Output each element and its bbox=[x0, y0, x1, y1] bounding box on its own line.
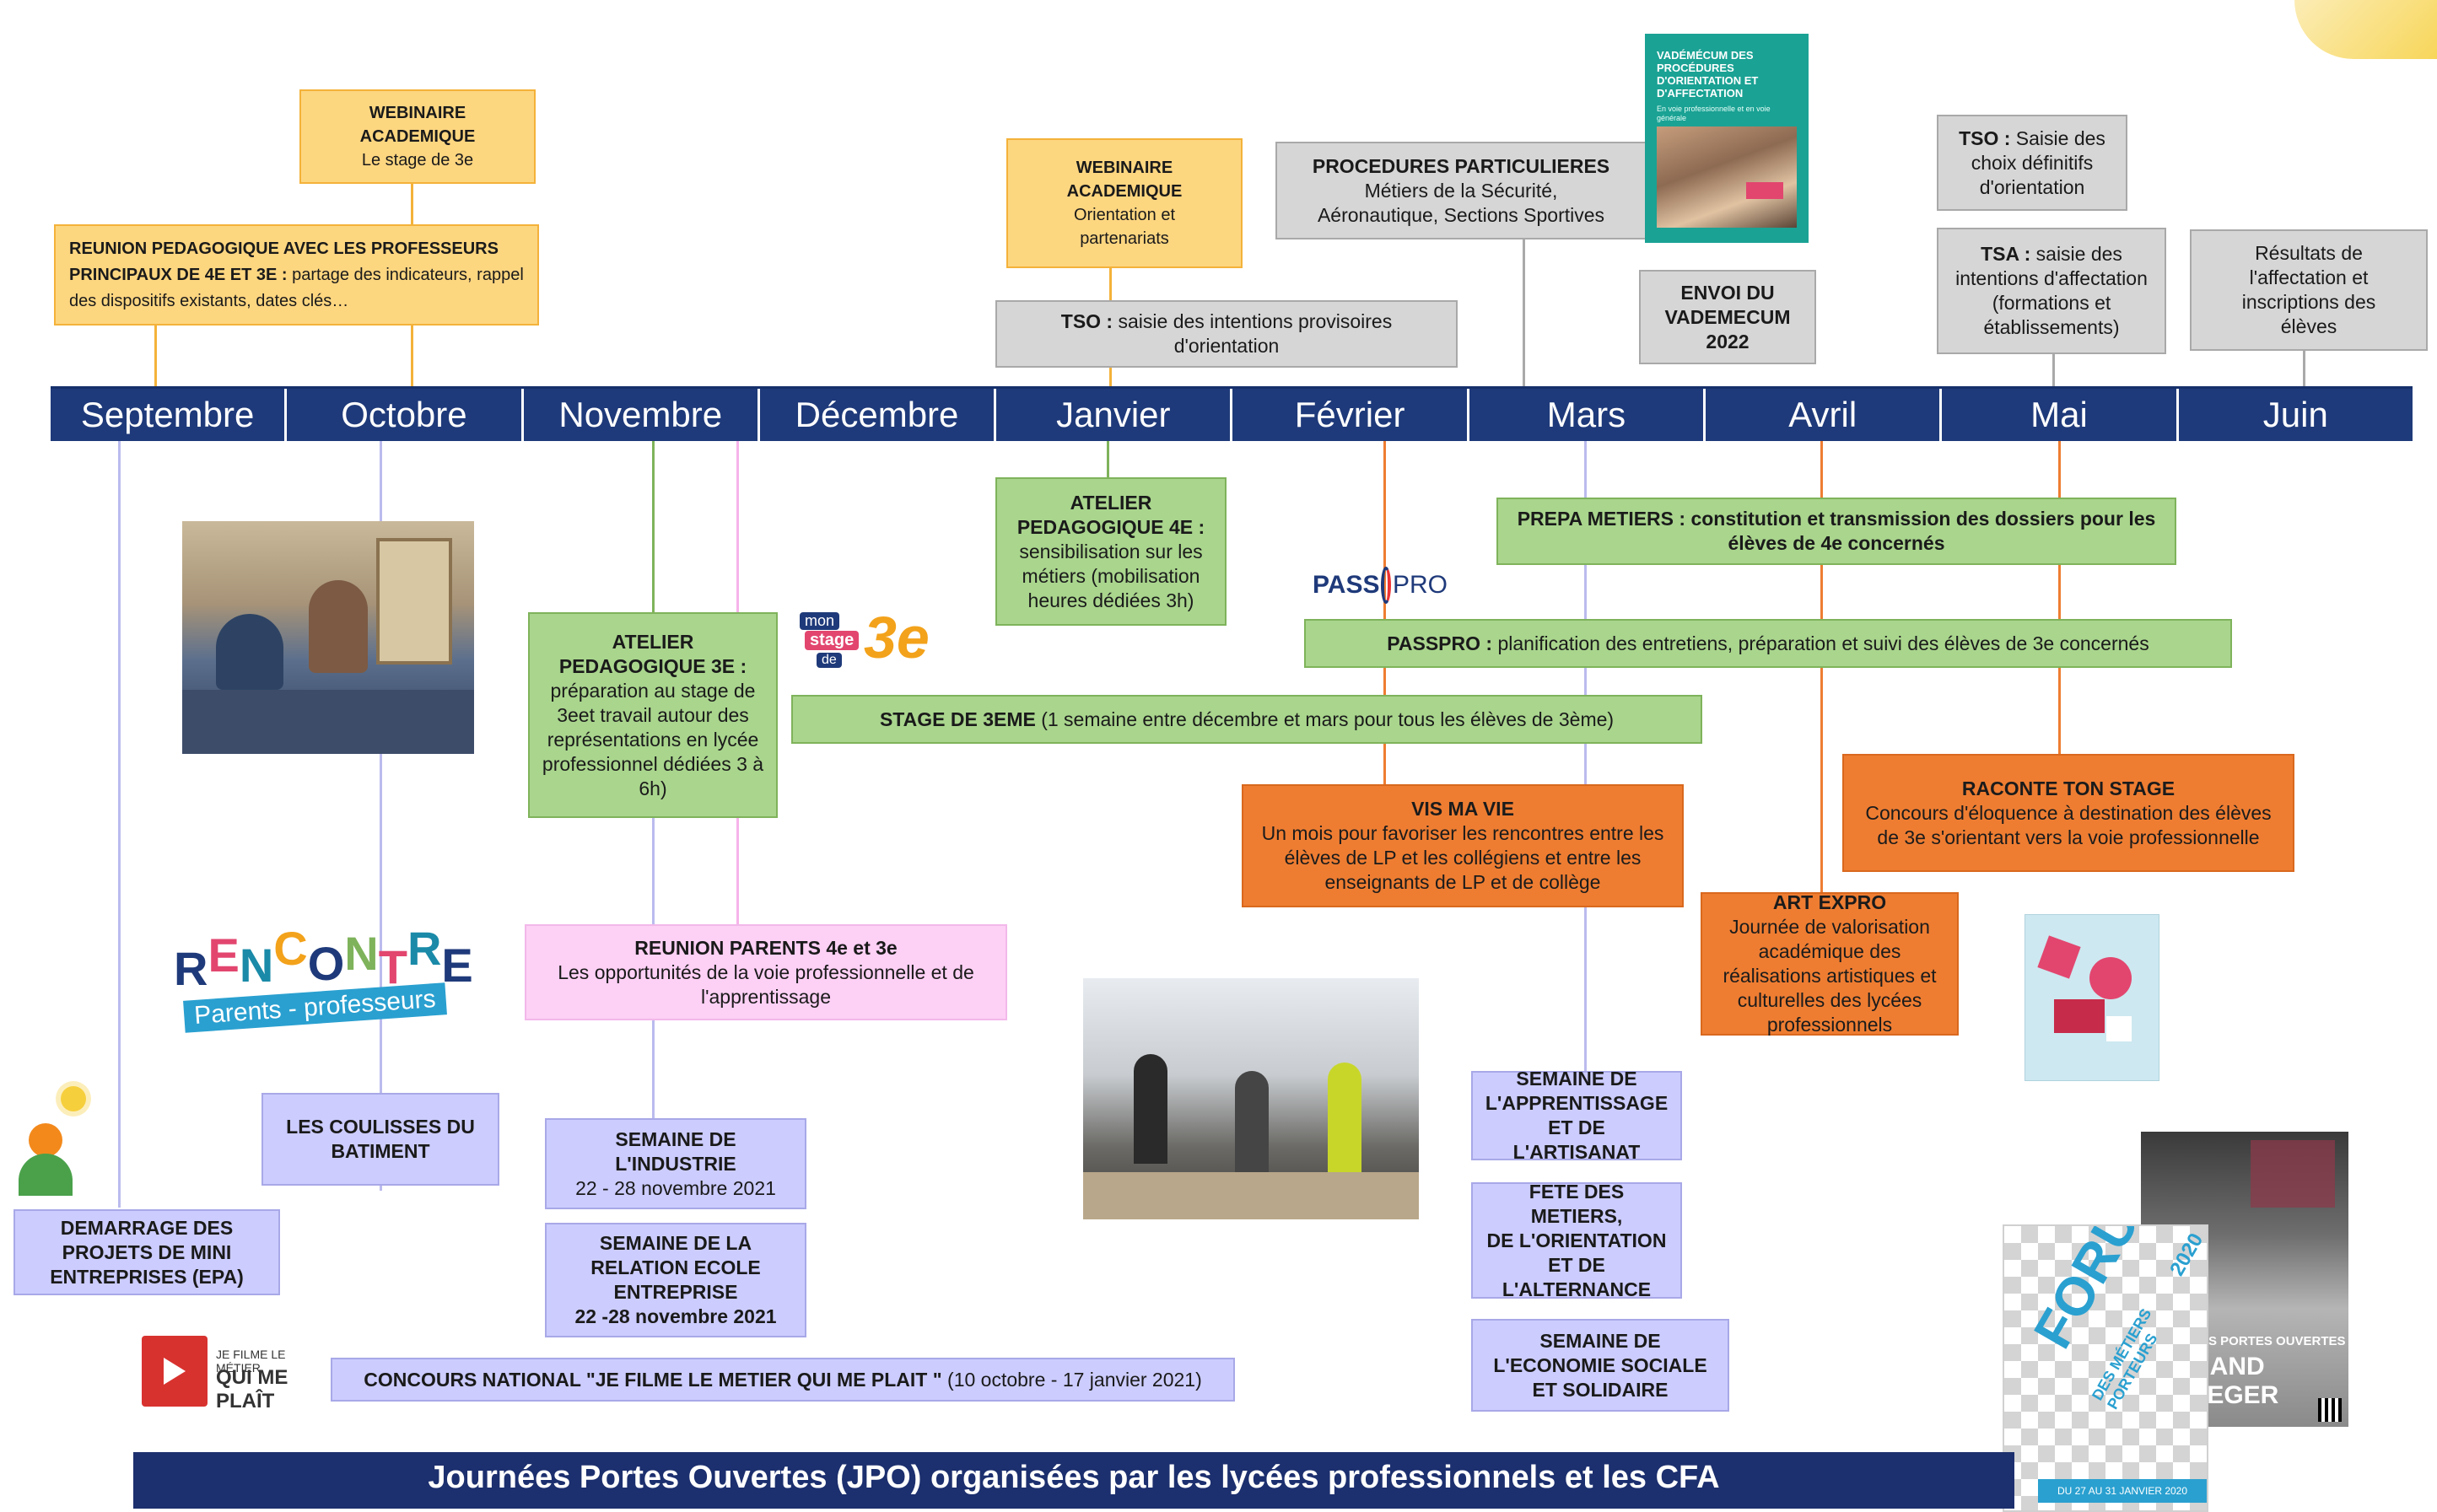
jpo-footer-banner: Journées Portes Ouvertes (JPO) organisée… bbox=[133, 1452, 2014, 1509]
connector-line bbox=[2303, 351, 2305, 388]
semaine-relation-ecole-entreprise-box: SEMAINE DE LA RELATION ECOLE ENTREPRISE … bbox=[545, 1223, 806, 1337]
connector-line bbox=[2058, 440, 2061, 756]
demarrage-mini-entreprises-box: DEMARRAGE DES PROJETS DE MINI ENTREPRISE… bbox=[13, 1209, 280, 1295]
connector-line bbox=[411, 184, 413, 224]
corner-decoration bbox=[2294, 0, 2437, 59]
connector-line bbox=[2052, 354, 2055, 388]
atelier-3e-box: ATELIER PEDAGOGIQUE 3E : préparation au … bbox=[528, 612, 778, 818]
passpro-swoosh-icon bbox=[1381, 567, 1391, 604]
month-november: Novembre bbox=[524, 389, 760, 441]
month-timeline: Septembre Octobre Novembre Décembre Janv… bbox=[51, 386, 2413, 441]
concours-je-filme-box: CONCOURS NATIONAL "JE FILME LE METIER QU… bbox=[331, 1358, 1235, 1402]
qr-code-icon bbox=[2318, 1398, 2342, 1422]
reunion-parents-box: REUNION PARENTS 4e et 3e Les opportunité… bbox=[525, 924, 1007, 1020]
raconte-ton-stage-box: RACONTE TON STAGE Concours d'éloquence à… bbox=[1842, 754, 2294, 872]
vademecum-photo bbox=[1657, 126, 1797, 228]
resultats-affectation-box: Résultats de l'affectation et inscriptio… bbox=[2190, 229, 2428, 351]
tso-definitifs-box: TSO : Saisie des choix définitifs d'orie… bbox=[1937, 115, 2127, 211]
art-expro-poster bbox=[2025, 914, 2159, 1081]
workshop-photo bbox=[1083, 978, 1419, 1219]
tso-provisoires-box: TSO : saisie des intentions provisoires … bbox=[995, 300, 1458, 368]
stage-3eme-box: STAGE DE 3EME (1 semaine entre décembre … bbox=[791, 695, 1702, 744]
passpro-box: PASSPRO : planification des entretiens, … bbox=[1304, 619, 2232, 668]
connector-line bbox=[1584, 440, 1587, 1074]
month-june: Juin bbox=[2262, 395, 2328, 434]
forum-metiers-poster: 2020 FORUM DES MÉTIERS PORTEURS DU 27 AU… bbox=[2003, 1224, 2208, 1512]
procedures-particulieres-box: PROCEDURES PARTICULIERES Métiers de la S… bbox=[1275, 142, 1647, 239]
month-december: Décembre bbox=[760, 389, 997, 441]
rencontre-parents-logo: R E N C O N T R E Parents - professeurs bbox=[174, 921, 503, 1047]
semaine-economie-sociale-box: SEMAINE DE L'ECONOMIE SOCIALE ET SOLIDAI… bbox=[1471, 1319, 1729, 1412]
passpro-logo: PASS PRO bbox=[1313, 567, 1448, 604]
connector-line bbox=[380, 440, 382, 1191]
month-october: Octobre bbox=[287, 389, 524, 441]
vis-ma-vie-box: VIS MA VIE Un mois pour favoriser les re… bbox=[1242, 784, 1684, 907]
webinaire-orientation-box: WEBINAIRE ACADEMIQUE Orientation et part… bbox=[1006, 138, 1243, 268]
month-april: Avril bbox=[1706, 389, 1943, 441]
semaine-industrie-box: SEMAINE DE L'INDUSTRIE 22 - 28 novembre … bbox=[545, 1118, 806, 1209]
fete-des-metiers-box: FETE DES METIERS, DE L'ORIENTATION ET DE… bbox=[1471, 1181, 1682, 1300]
month-september: Septembre bbox=[51, 389, 288, 441]
connector-line bbox=[1523, 197, 1525, 388]
connector-line bbox=[1109, 368, 1112, 388]
connector-line bbox=[1383, 440, 1386, 786]
month-january: Janvier bbox=[996, 389, 1233, 441]
prepa-metiers-box: PREPA METIERS : constitution et transmis… bbox=[1496, 498, 2176, 565]
month-february: Février bbox=[1232, 389, 1469, 441]
connector-line bbox=[411, 326, 413, 388]
je-filme-le-metier-logo: JE FILME LE MÉTIER QUI ME PLAÎT bbox=[142, 1332, 324, 1412]
connector-line bbox=[1109, 268, 1112, 300]
tsa-box: TSA : saisie des intentions d'affectatio… bbox=[1937, 228, 2166, 354]
mon-stage-de-3e-logo: mon stage de 3e bbox=[796, 604, 931, 680]
vademecum-cover-image: VADÉMÉCUM DES PROCÉDURES D'ORIENTATION E… bbox=[1645, 34, 1809, 243]
reunion-pedagogique-box: REUNION PEDAGOGIQUE AVEC LES PROFESSEURS… bbox=[54, 224, 539, 326]
coulisses-batiment-box: LES COULISSES DU BATIMENT bbox=[261, 1093, 499, 1186]
connector-line bbox=[154, 320, 157, 388]
envoi-vademecum-box: ENVOI DU VADEMECUM 2022 bbox=[1639, 270, 1816, 364]
month-march: Mars bbox=[1469, 389, 1706, 441]
connector-line bbox=[652, 440, 655, 614]
connector-line bbox=[1820, 440, 1823, 896]
connector-line bbox=[1107, 440, 1109, 479]
art-expro-box: ART EXPRO Journée de valorisation académ… bbox=[1701, 891, 1959, 1036]
connector-line bbox=[118, 440, 121, 1208]
person-idea-icon bbox=[13, 1086, 98, 1196]
atelier-4e-box: ATELIER PEDAGOGIQUE 4E : sensibilisation… bbox=[995, 477, 1227, 626]
clapperboard-icon bbox=[142, 1336, 208, 1407]
lightbulb-icon bbox=[61, 1086, 86, 1111]
webinaire-stage-box: WEBINAIRE ACADEMIQUE Le stage de 3e bbox=[299, 89, 536, 184]
semaine-apprentissage-box: SEMAINE DE L'APPRENTISSAGE ET DE L'ARTIS… bbox=[1471, 1068, 1682, 1163]
classroom-photo bbox=[182, 521, 474, 754]
month-may: Mai bbox=[1942, 389, 2179, 441]
